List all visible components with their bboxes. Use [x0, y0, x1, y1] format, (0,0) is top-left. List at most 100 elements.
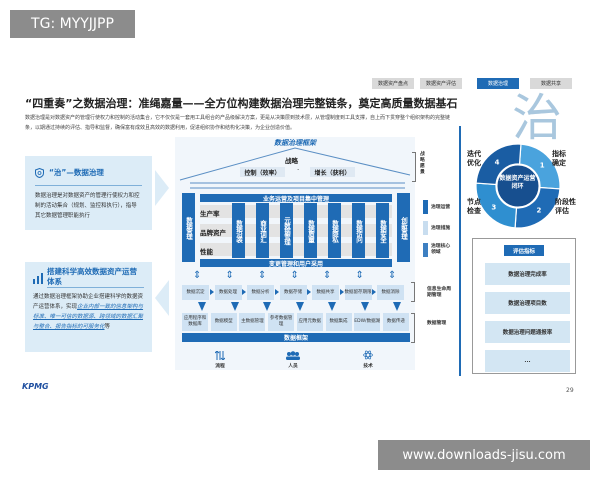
cycle-segment [475, 143, 522, 186]
legend-ops-swatch [423, 200, 428, 214]
evaluation-item: 数据治理项目数 [485, 292, 570, 314]
data-management-item: 数据传递 [382, 313, 409, 331]
data-management-pillar: 数据管理 [182, 193, 195, 262]
chevron-right-icon [155, 170, 169, 210]
up-down-arrow-icon: ⇕ [225, 270, 234, 281]
watermark-bottom-right: www.downloads-jisu.com [378, 440, 590, 470]
core-domain-label: 数据访问 [354, 219, 363, 242]
process-foundation: 流程 [210, 345, 230, 370]
big-character: 治 [512, 89, 562, 147]
core-domain-column: 数据安全 [376, 203, 389, 258]
arrow-right-icon [307, 289, 311, 295]
cycle-step-number: 1 [540, 162, 545, 170]
row-label: 生产率 [200, 210, 220, 218]
operation-panel-text-end: 等 [104, 324, 111, 330]
cycle-step-2-label: 阶段性评估 [555, 198, 576, 215]
legend-measures-swatch [423, 221, 428, 235]
cycle-center-label: 数据资产运营闭环 [499, 175, 536, 190]
arrow-right-icon [274, 289, 279, 295]
arrow-right-icon [209, 289, 214, 295]
process-icon [214, 345, 226, 364]
vision-bracket [412, 152, 416, 182]
arrow-down-icon [198, 302, 206, 311]
page-title: “四重奏”之数据治理：准绳嘉量——全方位构建数据治理完整链条，奠定高质量数据基石 [25, 97, 458, 110]
evaluation-box [472, 238, 576, 374]
data-framework-bar: 数据框架 [182, 333, 410, 342]
chevron-left-icon [155, 280, 169, 320]
up-down-arrow-icon: ⇕ [290, 270, 299, 281]
arrow-down-icon [393, 302, 401, 311]
arrow-down-icon [263, 302, 271, 311]
up-down-arrow-icon: ⇕ [323, 270, 332, 281]
governance-panel-text: 数据治理是对数据资产的管理行使权力和控制的活动集合（规划、监控和执行），指导其它… [35, 193, 140, 219]
separator-dot: · [297, 166, 300, 174]
core-domain-label: 数据质量 [306, 219, 315, 242]
strategic-vision-label: 战略愿景 [420, 152, 425, 175]
row-label: 品牌资产 [200, 229, 226, 237]
operation-panel-title: 搭建科学高效数据资产运营体系 [47, 267, 144, 288]
lifecycle-stage: 数据消除 [377, 285, 404, 300]
technology-label: 技术 [363, 364, 373, 369]
evaluation-item: ... [485, 350, 570, 372]
kpmg-logo: KPMG [22, 382, 49, 391]
growth-label: 增长（获利） [310, 167, 355, 177]
cycle-step-number: 2 [537, 207, 542, 215]
arrow-right-icon [242, 289, 246, 295]
arrow-down-icon [360, 302, 369, 311]
tab-data-governance[interactable]: 数据治理 [477, 78, 519, 89]
data-management-item: EDW/数据湖 [354, 313, 381, 331]
cycle-step-number: 4 [495, 158, 500, 166]
atom-icon [363, 345, 373, 364]
core-domain-label: 元数据管理 [282, 216, 291, 245]
page-number: 29 [566, 387, 574, 394]
up-down-arrow-icon: ⇕ [355, 270, 364, 281]
data-management-item: 主数据管理 [239, 313, 266, 331]
legend-core-label: 治理核心领域 [431, 244, 451, 255]
legend-ops-label: 治理运营 [431, 205, 451, 210]
up-down-arrow-icon: ⇕ [193, 270, 202, 281]
change-management-bar: 变更管理和用户采用 [200, 259, 392, 268]
up-down-arrow-icon: ⇕ [258, 270, 267, 281]
cycle-center [496, 164, 540, 208]
operation-panel-text: 通过数据治理框架协助企业搭建科学的数据资产运营体系，实现 [33, 294, 144, 310]
measure-row-band [200, 224, 392, 237]
data-management-item: 应用程序和数据库 [182, 313, 208, 331]
evaluation-item: 数据治理完成率 [485, 263, 570, 285]
tab-data-sharing[interactable]: 数据共享 [530, 78, 572, 89]
up-down-arrow-icon: ⇕ [388, 270, 397, 281]
data-management-bracket [411, 313, 415, 343]
core-domain-column: 数据访问 [352, 203, 365, 258]
tab-asset-inventory[interactable]: 数据资产盘点 [372, 78, 414, 89]
arrow-down-icon [230, 302, 239, 311]
measure-row-band [200, 205, 392, 218]
core-domain-column: 数据沿袭 [232, 203, 245, 258]
lifecycle-stage: 数据留存期限 [344, 285, 372, 300]
data-management-item: 应用元数据 [296, 313, 323, 331]
legend-core-swatch [423, 243, 428, 257]
lifecycle-label: 信息生命周期管理 [427, 287, 451, 298]
core-domain-column: 商业词汇 [256, 203, 269, 258]
roof-shape [179, 147, 411, 189]
business-ops-bar: 业务运营及项目集中管理 [200, 194, 392, 203]
cycle-step-4-label: 迭代优化 [467, 150, 481, 167]
divider-line [459, 126, 461, 376]
lifecycle-bracket [411, 282, 415, 302]
data-management-item: 参考数据管理 [268, 313, 295, 331]
process-label: 流程 [215, 364, 225, 369]
tab-asset-evaluation[interactable]: 数据资产评估 [420, 78, 462, 89]
framework-title: 数据治理框架 [274, 139, 316, 147]
shield-icon [35, 163, 44, 182]
arrow-down-icon [328, 302, 336, 311]
core-domain-column: 数据质量 [304, 203, 317, 258]
lifecycle-stage: 数据沉淀 [182, 285, 209, 300]
governance-panel: “治”—数据治理 数据治理是对数据资产的管理行使权力和控制的活动集合（规划、监控… [25, 156, 152, 230]
people-label: 人员 [288, 364, 298, 369]
innovation-management-pillar: 创新管理 [397, 193, 410, 262]
arrow-right-icon [372, 289, 376, 295]
lifecycle-stage: 数据共享 [312, 285, 339, 300]
data-management-item: 数据模型 [210, 313, 237, 331]
cycle-step-number: 3 [491, 203, 496, 211]
technology-foundation: 技术 [358, 345, 378, 370]
core-domain-label: 数据隐私 [330, 219, 339, 242]
data-management-item: 数据集成 [325, 313, 352, 331]
